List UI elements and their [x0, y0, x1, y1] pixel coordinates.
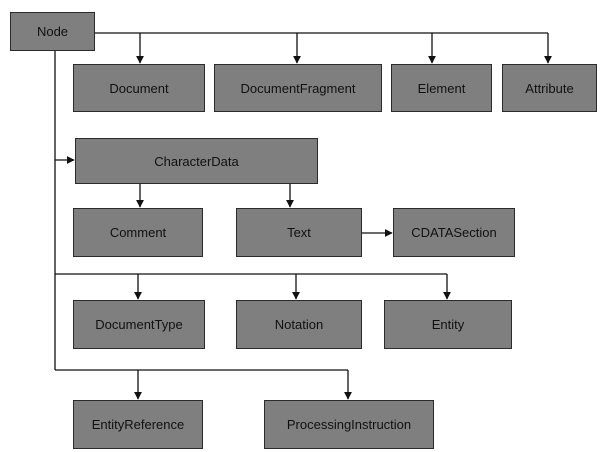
node-box-processing-instruction: ProcessingInstruction — [264, 400, 434, 449]
node-box-comment: Comment — [73, 208, 203, 257]
node-box-document: Document — [73, 64, 205, 112]
node-box-document-type: DocumentType — [73, 300, 205, 349]
node-box-text: Text — [236, 208, 362, 257]
node-box-entity-reference: EntityReference — [73, 400, 203, 449]
node-box-notation: Notation — [236, 300, 362, 349]
node-box-element: Element — [391, 64, 492, 112]
node-box-entity: Entity — [384, 300, 512, 349]
node-box-attribute: Attribute — [502, 64, 597, 112]
node-box-cdata-section: CDATASection — [393, 208, 515, 257]
node-box-document-fragment: DocumentFragment — [214, 64, 382, 112]
node-box-node: Node — [10, 12, 95, 51]
node-box-character-data: CharacterData — [75, 138, 318, 184]
